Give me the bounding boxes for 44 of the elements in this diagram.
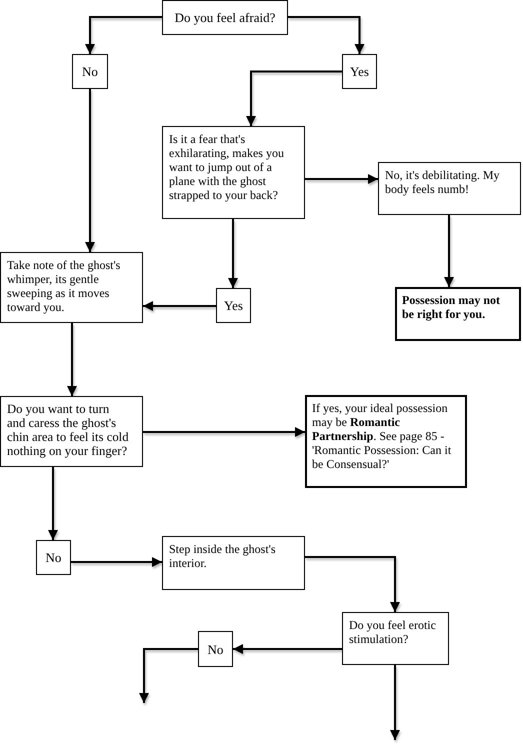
question-box (162, 126, 305, 219)
question-text: Is it a fear that's exhilarating, makes you want to jump out of a plane with the ghost strapped to your back? (169, 132, 285, 202)
question-text: Do you feel afraid? (174, 10, 276, 25)
arrow (305, 174, 378, 184)
arrow (143, 301, 216, 311)
arrow (228, 219, 238, 288)
choice-box (36, 540, 71, 575)
choice-label: Yes (224, 298, 243, 313)
arrow (288, 16, 364, 54)
choice-box (198, 631, 233, 667)
arrow (71, 557, 162, 567)
arrow (143, 427, 305, 437)
step-box (162, 536, 305, 590)
result-box (395, 287, 521, 341)
step-box (0, 252, 143, 323)
question-box (342, 612, 449, 665)
question-box (0, 396, 143, 467)
choice-box (342, 54, 377, 89)
choice-label: No (208, 642, 224, 656)
step-text: Take note of the ghost's whimper, its gentle sweeping as it moves toward you. (7, 258, 122, 314)
step-text: Step inside the ghost's interior. (169, 542, 276, 570)
result-box (305, 395, 467, 488)
statement-box (378, 162, 521, 215)
choice-label: No (82, 64, 98, 79)
arrow (444, 215, 454, 287)
arrow (67, 323, 77, 396)
arrow (85, 89, 95, 252)
arrow (139, 648, 198, 703)
result-text: Possession may not be right for you. (402, 293, 502, 321)
choice-box (216, 288, 251, 323)
arrow (305, 556, 400, 612)
question-text: Do you want to turn and caress the ghost's chin area to feel its cold nothing on your finger? (7, 402, 130, 458)
statement-text: No, it's debilitating. My body feels numb! (385, 168, 500, 196)
arrow (390, 665, 400, 740)
choice-box (72, 54, 108, 89)
question-text: Do you feel erotic stimulation? (349, 618, 437, 646)
choice-label: Yes (350, 64, 369, 79)
choice-label: No (46, 550, 62, 565)
arrow (85, 16, 162, 54)
result-text: If yes, your ideal possession may be Romantic Partnership. See page 85 - 'Romantic Possession: Can it be Consensual?' (312, 401, 452, 471)
arrow (233, 644, 342, 654)
question-box (162, 0, 288, 35)
arrow (48, 467, 58, 540)
arrow (246, 70, 342, 126)
